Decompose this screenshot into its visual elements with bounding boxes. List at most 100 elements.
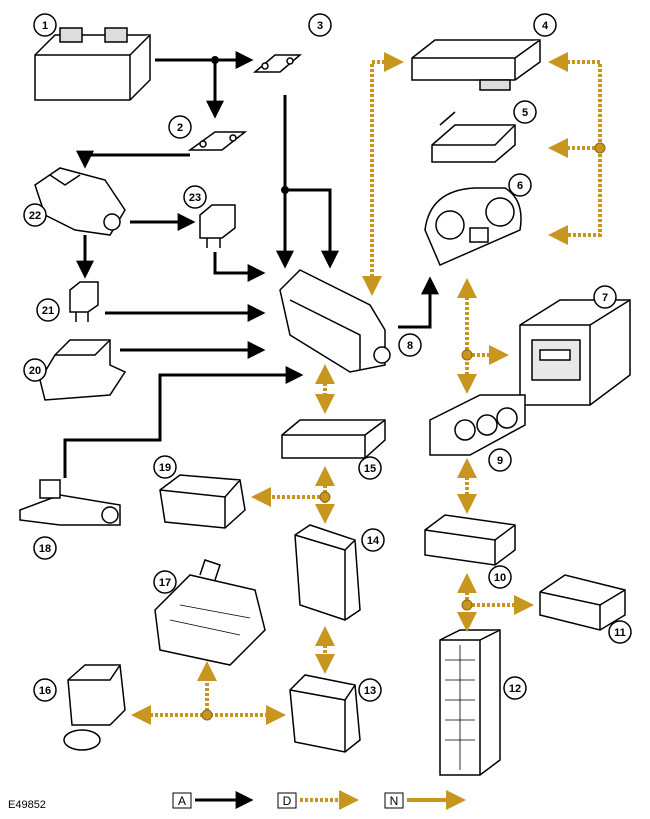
callout-circle: [608, 620, 632, 644]
callout-label: 6: [517, 180, 523, 192]
callout-13: 13: [358, 678, 382, 702]
callout-14: 14: [361, 528, 385, 552]
junction-box-8: [279, 269, 391, 373]
abs-unit-16: [63, 664, 126, 751]
callout-label: 5: [522, 107, 528, 119]
junction-dots: [211, 56, 289, 194]
network-wiring: [131, 52, 602, 725]
fusible-link-2: [187, 131, 248, 151]
fuse-21: [69, 281, 99, 322]
callout-19: 19: [153, 455, 177, 479]
callout-circle: [358, 678, 382, 702]
valve-body-17: [154, 559, 266, 666]
callout-22: 22: [23, 203, 47, 227]
callout-1: 1: [33, 13, 57, 37]
callout-8: 8: [398, 333, 422, 357]
callout-7: 7: [593, 285, 617, 309]
audio-unit-7: [519, 299, 631, 406]
callout-2: 2: [168, 115, 192, 139]
callout-label: 3: [317, 20, 323, 32]
switch-5: [431, 111, 516, 163]
callout-label: 9: [497, 455, 503, 467]
callout-18: 18: [33, 536, 57, 560]
callout-6: 6: [508, 173, 532, 197]
callout-23: 23: [183, 185, 207, 209]
callout-label: 12: [509, 683, 521, 695]
callout-label: 10: [494, 572, 506, 584]
battery-component: [34, 27, 151, 101]
callout-17: 17: [153, 570, 177, 594]
callout-3: 3: [308, 13, 332, 37]
climate-control-9: [429, 394, 526, 456]
ignition-switch-22: [34, 167, 126, 236]
module-13: [289, 674, 361, 753]
callout-circle: [168, 115, 192, 139]
module-14: [294, 524, 361, 621]
callout-circle: [308, 13, 332, 37]
callout-21: 21: [36, 298, 60, 322]
bus-junction-dots: [201, 142, 606, 721]
callout-circle: [358, 456, 382, 480]
callout-circle: [503, 676, 527, 700]
callout-label: 22: [29, 210, 41, 222]
callout-20: 20: [23, 358, 47, 382]
callout-circle: [33, 13, 57, 37]
callout-circle: [593, 285, 617, 309]
callout-label: 4: [542, 20, 549, 32]
callout-5: 5: [513, 100, 537, 124]
callout-circle: [23, 203, 47, 227]
power-wiring: [63, 51, 439, 478]
module-15: [281, 419, 386, 459]
legend-key-a: A: [178, 794, 186, 808]
callout-label: 20: [29, 365, 41, 377]
callout-label: 13: [364, 685, 376, 697]
callout-label: 14: [367, 535, 380, 547]
callout-circle: [33, 536, 57, 560]
callout-label: 15: [364, 463, 376, 475]
callout-label: 7: [602, 292, 608, 304]
callout-label: 21: [42, 305, 54, 317]
instrument-cluster-6: [424, 187, 522, 266]
callout-circle: [488, 448, 512, 472]
callout-circle: [183, 185, 207, 209]
callout-label: 2: [177, 122, 183, 134]
fuse-23: [199, 204, 236, 248]
callout-label: 18: [39, 543, 51, 555]
module-4: [411, 39, 541, 91]
callout-4: 4: [533, 13, 557, 37]
legend-key-n: N: [390, 794, 399, 808]
legend-key-d-box: [277, 792, 297, 809]
legend-key-a-box: [172, 792, 192, 809]
callout-circle: [36, 298, 60, 322]
callout-10: 10: [488, 565, 512, 589]
callout-15: 15: [358, 456, 382, 480]
callout-circle: [23, 358, 47, 382]
callout-circle: [153, 455, 177, 479]
callout-16: 16: [33, 678, 57, 702]
callout-label: 8: [407, 340, 413, 352]
callout-circle: [361, 528, 385, 552]
fusible-link-3: [252, 54, 303, 73]
actuator-18: [19, 479, 121, 526]
module-10: [424, 514, 516, 566]
switch-20: [39, 339, 127, 401]
callout-label: 19: [159, 462, 171, 474]
callout-12: 12: [503, 676, 527, 700]
callout-circle: [398, 333, 422, 357]
callout-11: 11: [608, 620, 632, 644]
callout-circle: [513, 100, 537, 124]
legend: A D N: [172, 790, 466, 810]
callout-9: 9: [488, 448, 512, 472]
callout-label: 23: [189, 192, 201, 204]
callout-label: 1: [42, 20, 48, 32]
legend-key-n-box: [384, 792, 404, 809]
callout-circle: [33, 678, 57, 702]
fuse-box-12: [439, 629, 501, 776]
callout-circle: [488, 565, 512, 589]
module-11: [539, 574, 626, 631]
callout-circle: [508, 173, 532, 197]
callout-label: 11: [614, 627, 626, 639]
module-19: [159, 474, 246, 529]
